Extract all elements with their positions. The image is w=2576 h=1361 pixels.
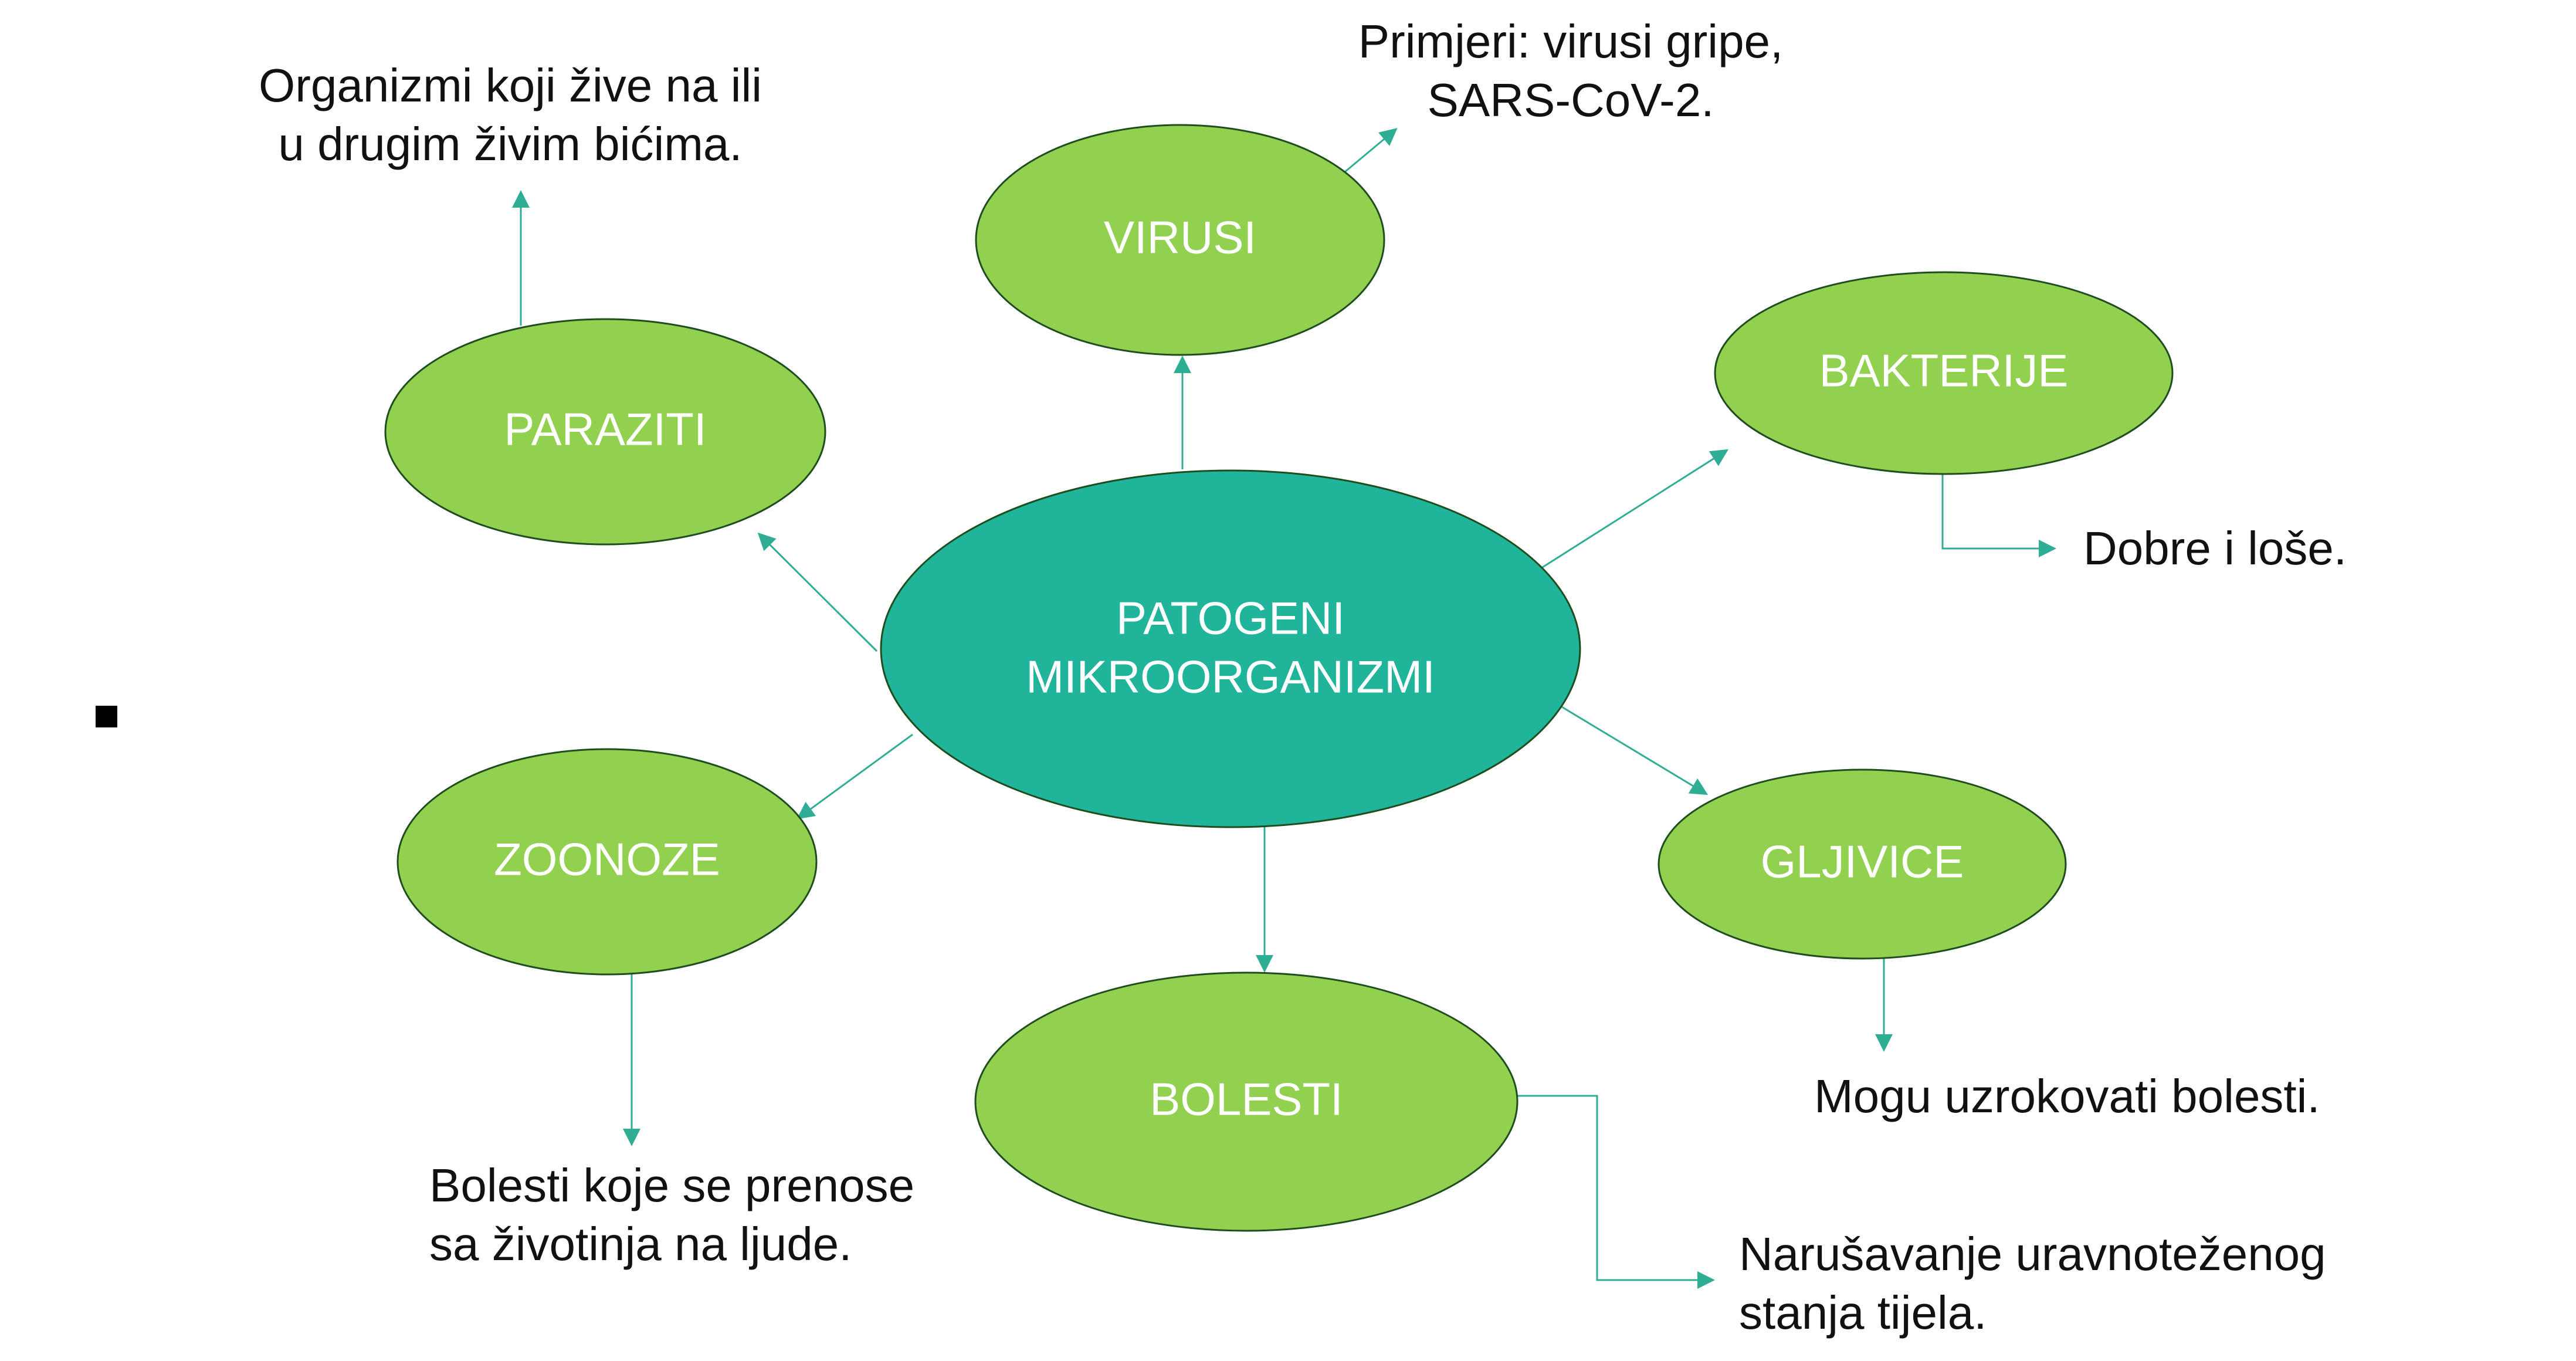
center-node-shape — [880, 469, 1581, 828]
center-node-label-line2: MIKROORGANIZMI — [1026, 651, 1435, 703]
note-zoonoze-line2: sa životinja na ljude. — [429, 1218, 852, 1270]
note-bakterije-line1: Dobre i loše. — [2083, 522, 2347, 574]
node-zoonoze: ZOONOZE — [396, 748, 818, 976]
note-paraziti-line2: u drugim živim bićima. — [278, 118, 742, 170]
node-virusi: VIRUSI — [975, 124, 1385, 356]
note-virusi: Primjeri: virusi gripe, SARS-CoV-2. — [1358, 15, 1784, 126]
node-virusi-label: VIRUSI — [1104, 212, 1256, 263]
note-virusi-line1: Primjeri: virusi gripe, — [1358, 15, 1784, 67]
node-paraziti-label: PARAZITI — [504, 404, 706, 455]
node-bolesti-shape — [974, 971, 1519, 1232]
node-bakterije: BAKTERIJE — [1714, 271, 2174, 475]
node-bolesti-label: BOLESTI — [1150, 1074, 1343, 1125]
node-bakterije-label: BAKTERIJE — [1819, 345, 2069, 397]
note-zoonoze-line1: Bolesti koje se prenose — [429, 1159, 914, 1211]
note-bolesti-line2: stanja tijela. — [1739, 1286, 1987, 1339]
connector-virusi-note — [1344, 128, 1398, 173]
connector-center-paraziti — [757, 532, 878, 652]
note-paraziti-line1: Organizmi koji žive na ili — [259, 59, 762, 111]
note-bolesti: Narušavanje uravnoteženog stanja tijela. — [1739, 1228, 2326, 1339]
note-bakterije: Dobre i loše. — [2083, 522, 2347, 574]
center-node: PATOGENI MIKROORGANIZMI — [880, 469, 1581, 828]
note-gljivice: Mogu uzrokovati bolesti. — [1814, 1070, 2320, 1122]
bullet-marker — [96, 706, 117, 727]
note-virusi-line2: SARS-CoV-2. — [1427, 74, 1714, 126]
connector-center-zoonoze — [796, 733, 913, 820]
node-bolesti: BOLESTI — [974, 971, 1519, 1232]
node-bakterije-shape — [1714, 271, 2174, 475]
connector-center-gljivice — [1553, 700, 1709, 795]
node-paraziti-shape — [384, 318, 826, 546]
node-gljivice-label: GLJIVICE — [1761, 836, 1964, 888]
node-zoonoze-shape — [396, 748, 818, 976]
node-gljivice: GLJIVICE — [1658, 768, 2067, 960]
connector-bakterije-note — [1941, 474, 2056, 557]
node-paraziti: PARAZITI — [384, 318, 826, 546]
note-paraziti: Organizmi koji žive na ili u drugim živi… — [259, 59, 762, 170]
node-zoonoze-label: ZOONOZE — [494, 834, 720, 885]
node-virusi-shape — [975, 124, 1385, 356]
note-zoonoze: Bolesti koje se prenose sa životinja na … — [429, 1159, 914, 1270]
note-gljivice-line1: Mogu uzrokovati bolesti. — [1814, 1070, 2320, 1122]
node-gljivice-shape — [1658, 768, 2067, 960]
center-node-label-line1: PATOGENI — [1116, 593, 1345, 644]
connector-center-bakterije — [1537, 449, 1729, 571]
note-bolesti-line1: Narušavanje uravnoteženog — [1739, 1228, 2326, 1280]
connectors — [757, 356, 1729, 973]
note-connectors — [512, 128, 2056, 1289]
connector-bolesti-note — [1516, 1095, 1715, 1289]
